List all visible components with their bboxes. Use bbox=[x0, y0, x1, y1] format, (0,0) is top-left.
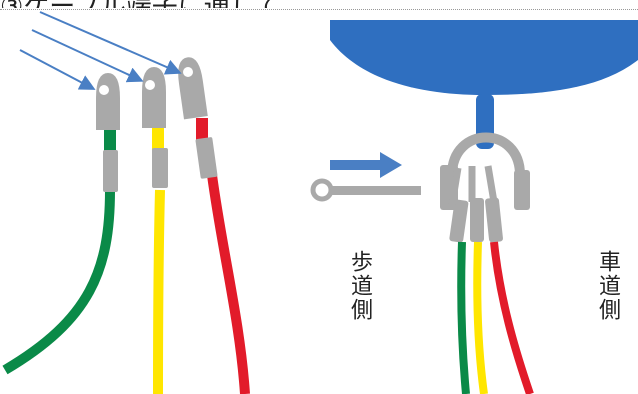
insert-step bbox=[310, 152, 421, 202]
yellow-wire bbox=[153, 189, 165, 394]
hook-right-leg bbox=[514, 170, 530, 210]
red-wire-tip bbox=[196, 118, 208, 140]
green-terminal bbox=[96, 73, 120, 130]
yellow-terminal-attached bbox=[470, 198, 484, 242]
page-title: ③ケーブル端子に通して… bbox=[0, 0, 638, 8]
green-sleeve bbox=[103, 150, 118, 192]
yellow-terminal bbox=[142, 67, 166, 128]
arrow-icon bbox=[39, 11, 182, 75]
green-wire-tip bbox=[104, 130, 116, 152]
sidewalk-side-label: 歩道側 bbox=[347, 250, 372, 322]
yellow-sleeve bbox=[152, 148, 168, 188]
road-side-label: 車道側 bbox=[595, 250, 620, 322]
green-terminal-attached bbox=[449, 199, 469, 243]
red-wire-attached bbox=[490, 241, 534, 394]
bolt-icon bbox=[331, 186, 421, 195]
red-wire bbox=[207, 174, 250, 394]
green-wire-attached bbox=[457, 241, 470, 394]
arrow-right-icon bbox=[330, 152, 402, 178]
yellow-terminal-hole bbox=[145, 80, 155, 90]
red-terminal-attached bbox=[485, 197, 503, 243]
hook-loop bbox=[447, 132, 525, 176]
green-wire bbox=[2, 189, 115, 375]
bolt-head bbox=[310, 178, 334, 202]
green-terminal-hole bbox=[99, 85, 109, 95]
red-terminal bbox=[178, 57, 208, 120]
terminal-fingers bbox=[448, 165, 498, 206]
right-assembly bbox=[330, 20, 638, 394]
dome-icon bbox=[330, 20, 638, 95]
arrow-icon bbox=[31, 29, 144, 83]
red-terminal-hole bbox=[183, 67, 193, 77]
arrow-icon bbox=[19, 49, 96, 90]
title-divider bbox=[0, 9, 638, 10]
yellow-wire-attached bbox=[473, 241, 488, 394]
left-wire-group bbox=[2, 11, 250, 394]
red-sleeve bbox=[195, 137, 218, 179]
yellow-wire-tip bbox=[152, 128, 164, 150]
